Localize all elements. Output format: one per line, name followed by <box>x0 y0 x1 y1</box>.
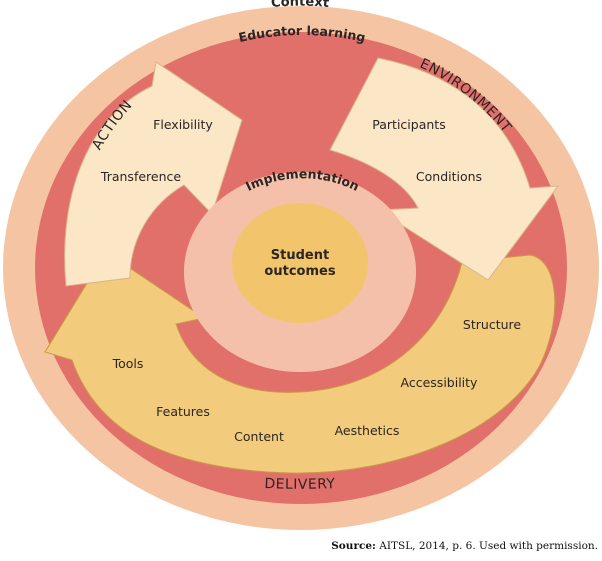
delivery-title: DELIVERY <box>264 476 336 493</box>
source-label: Source: <box>331 540 376 552</box>
action-item-flexibility: Flexibility <box>153 117 213 132</box>
action-item-transference: Transference <box>100 169 181 184</box>
action-arrow <box>64 61 243 287</box>
student-outcomes-center <box>232 203 368 323</box>
delivery-item-aesthetics: Aesthetics <box>335 423 400 438</box>
source-text: AITSL, 2014, p. 6. Used with permission. <box>379 540 598 552</box>
delivery-item-tools: Tools <box>112 356 144 371</box>
educator-learning-label: Educator learning <box>237 23 367 45</box>
delivery-item-features: Features <box>156 404 210 419</box>
delivery-arrow <box>44 251 556 474</box>
delivery-item-accessibility: Accessibility <box>401 375 479 390</box>
center-label-line1: Student <box>271 248 329 263</box>
delivery-item-content: Content <box>234 429 284 444</box>
environment-item-conditions: Conditions <box>416 169 482 184</box>
center-label-line2: outcomes <box>264 264 335 279</box>
context-label: Context <box>270 0 329 11</box>
delivery-item-structure: Structure <box>463 317 521 332</box>
source-note: Source: AITSL, 2014, p. 6. Used with per… <box>320 540 598 552</box>
environment-item-participants: Participants <box>372 117 445 132</box>
environment-arrow <box>329 57 560 281</box>
